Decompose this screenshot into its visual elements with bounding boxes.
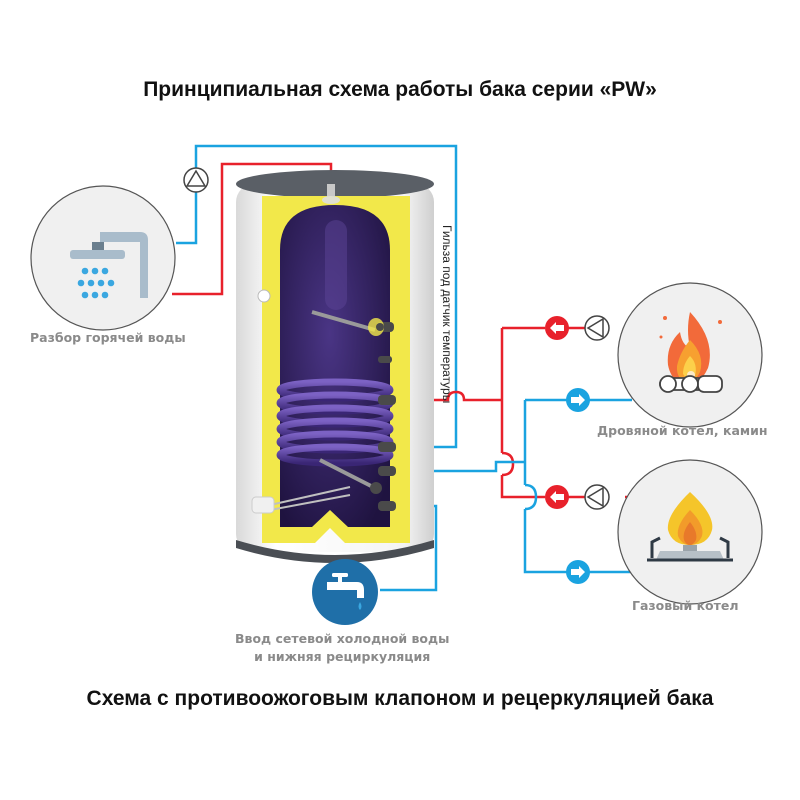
page-title: Принципиальная схема работы бака серии «…: [143, 78, 657, 101]
arrow-right-icon: [566, 560, 590, 584]
cold-pipe-shower-return: [176, 192, 198, 245]
storage-tank: [236, 170, 434, 563]
heat-exchanger-coil: [276, 378, 394, 467]
cold-water-inlet: [312, 559, 378, 625]
campfire-icon: [659, 312, 723, 393]
gas-boiler: [617, 459, 763, 605]
cold-water-label: Ввод сетевой холодной воды и нижняя реци…: [235, 630, 449, 666]
arrow-left-icon: [545, 485, 569, 509]
water-tap-icon: [327, 573, 364, 610]
cold-water-label-line1: Ввод сетевой холодной воды: [235, 631, 450, 646]
wood-boiler-label: Дровяной котел, камин: [597, 423, 768, 438]
shower-icon: [70, 232, 148, 299]
shower-label: Разбор горячей воды: [30, 330, 186, 345]
cold-pipe-gas-return: [523, 509, 632, 574]
gas-boiler-label: Газовый котел: [632, 598, 739, 613]
sensor-sleeve-label: Гильза под датчик температуры: [440, 225, 454, 404]
arrow-left-icon: [545, 316, 569, 340]
circulation-pump-icon: [584, 484, 610, 510]
shower-consumer: [30, 185, 176, 331]
cold-pipe-shower-supply: [194, 144, 458, 449]
hot-pipe-gas-trunk: [500, 475, 545, 499]
gas-burner-icon: [647, 492, 733, 562]
cold-water-label-line2: и нижняя рециркуляция: [254, 649, 431, 664]
scheme-subtitle: Схема с противоожоговым клапоном и рецер…: [86, 687, 714, 710]
cold-pipe-jump: [524, 483, 538, 511]
wood-boiler: [617, 282, 763, 428]
hot-pipe-jump: [501, 451, 515, 477]
cold-pipe-coil-lower: [396, 460, 525, 473]
circulation-pump-icon: [584, 315, 610, 341]
hot-pipe-coil-upper: [396, 390, 502, 402]
arrow-right-icon: [566, 388, 590, 412]
circulation-pump-icon: [183, 167, 209, 193]
